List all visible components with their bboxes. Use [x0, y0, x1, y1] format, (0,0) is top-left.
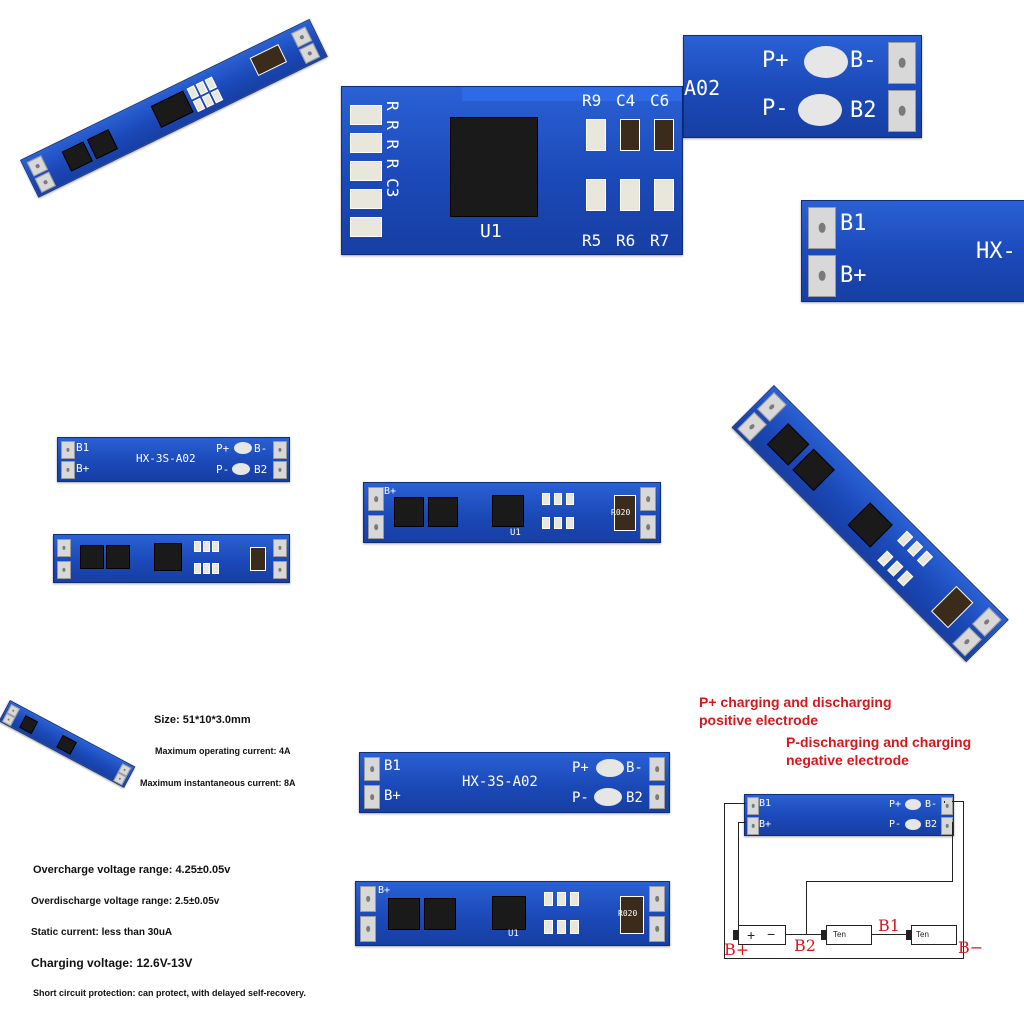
silk-model-large: HX-3S-A02: [462, 774, 538, 790]
silk-model-hx: HX-: [976, 239, 1016, 264]
diagram-silk-p-plus: P+: [889, 799, 902, 810]
wire-bplus-h: [738, 822, 746, 823]
node-label-b1: B1: [878, 916, 900, 935]
photo-board-component-side-large: B+ U1 R020: [355, 881, 670, 946]
battery-cell-1: + −: [733, 925, 786, 945]
silk-p-minus-small: P-: [216, 463, 230, 476]
photo-angled-board-3: [0, 700, 140, 790]
photo-closeup-ic: R R R R C3 U1 R9 C4 C6 R5 R6 R7: [341, 86, 683, 255]
wire-left-vertical: [724, 803, 725, 959]
silk-b-plus-component: B+: [378, 885, 391, 896]
photo-board-top-view: B1 B+ HX-3S-A02 P+ B- P- B2: [57, 437, 290, 482]
node-label-b-minus: B−: [958, 938, 984, 957]
chip-u1: [450, 117, 538, 217]
silk-r6: R6: [616, 231, 636, 250]
silk-b-minus-large: B-: [626, 760, 643, 776]
annotation-p-minus-line1: P-discharging and charging: [786, 734, 972, 750]
spec-max-operating-current: Maximum operating current: 4A: [155, 746, 291, 756]
photo-angled-board-1: [20, 18, 330, 270]
wire-b1-left-down: [724, 803, 746, 804]
wire-bminus-h: [952, 801, 964, 802]
silk-b1: B1: [840, 211, 867, 236]
silk-u1-center: U1: [510, 528, 521, 538]
silk-u1-component: U1: [508, 929, 519, 939]
diagram-silk-b-minus: B-: [925, 799, 938, 810]
diagram-silk-p-minus: P-: [889, 819, 902, 830]
battery-cell-2: Ten: [821, 925, 872, 945]
silk-model-small: HX-3S-A02: [136, 452, 196, 465]
photo-closeup-p-terminals: A02 P+ B- P- B2: [683, 35, 922, 138]
silk-b-minus-small: B-: [254, 442, 268, 455]
silk-b2-large: B2: [626, 790, 643, 806]
silk-r5: R5: [582, 231, 602, 250]
silk-r7: R7: [650, 231, 670, 250]
wire-b2-across: [806, 881, 953, 882]
silk-p-minus-large: P-: [572, 790, 589, 806]
photo-board-component-side-center: B+ U1 R020: [363, 482, 661, 543]
spec-overdischarge: Overdischarge voltage range: 2.5±0.05v: [31, 896, 220, 907]
silk-b2-small: B2: [254, 463, 268, 476]
silk-r020-center: R020: [611, 508, 631, 517]
battery-cell-1-plus: +: [747, 927, 756, 943]
wire-bminus-right: [944, 801, 945, 803]
battery-cell-3: Ten: [906, 925, 957, 945]
photo-board-component-side-small: [53, 534, 290, 583]
diagram-board: B1 B+ P+ B- P- B2: [744, 794, 954, 836]
diagram-silk-b1: B1: [759, 798, 772, 809]
silk-b-plus-small: B+: [76, 462, 90, 475]
silk-b-plus-center: B+: [384, 486, 397, 497]
photo-angled-board-2: [730, 385, 1009, 663]
node-label-b2: B2: [794, 936, 816, 955]
silk-r020-component: R020: [618, 909, 638, 918]
silk-b-plus-large: B+: [384, 788, 401, 804]
wire-bplus-vertical: [738, 822, 739, 934]
photo-closeup-b-terminals: B1 B+ HX-: [801, 200, 1024, 302]
spec-overcharge: Overcharge voltage range: 4.25±0.05v: [33, 864, 231, 876]
silk-c6: C6: [650, 91, 670, 110]
silk-p-plus-large: P+: [572, 760, 589, 776]
battery-cell-2-label: Ten: [833, 930, 846, 939]
silk-r9: R9: [582, 91, 602, 110]
silk-r-labels: R R R R C3: [383, 101, 402, 198]
silk-c4: C4: [616, 91, 636, 110]
annotation-p-plus-line1: P+ charging and discharging: [699, 694, 892, 710]
silk-b-plus: B+: [840, 263, 867, 288]
wire-bottom: [724, 958, 964, 959]
diagram-silk-b2: B2: [925, 819, 938, 830]
annotation-p-plus-line2: positive electrode: [699, 712, 819, 728]
battery-cell-1-minus: −: [767, 926, 776, 942]
battery-cell-3-label: Ten: [916, 930, 929, 939]
spec-max-instant-current: Maximum instantaneous current: 8A: [140, 778, 296, 788]
silk-b2: B2: [850, 98, 877, 123]
silk-model-partial: A02: [684, 76, 721, 100]
diagram-silk-b-plus: B+: [759, 819, 772, 830]
wire-bminus-vertical: [963, 801, 964, 959]
annotation-p-minus-line2: negative electrode: [786, 752, 909, 768]
silk-p-plus: P+: [762, 48, 789, 73]
spec-static-current: Static current: less than 30uA: [31, 927, 173, 938]
silk-p-minus: P-: [762, 96, 789, 121]
spec-short-circuit: Short circuit protection: can protect, w…: [33, 988, 306, 998]
photo-board-top-view-large: B1 B+ HX-3S-A02 P+ B- P- B2: [359, 752, 670, 813]
silk-u1: U1: [480, 221, 502, 242]
silk-b1-large: B1: [384, 758, 401, 774]
wire-b2-right: [952, 822, 953, 882]
silk-b-minus: B-: [850, 48, 877, 73]
spec-charging-voltage: Charging voltage: 12.6V-13V: [31, 956, 193, 970]
silk-p-plus-small: P+: [216, 442, 230, 455]
spec-size: Size: 51*10*3.0mm: [154, 714, 251, 726]
wire-b2-down: [806, 881, 807, 934]
node-label-b-plus: B+: [724, 940, 750, 959]
silk-b1-small: B1: [76, 441, 90, 454]
